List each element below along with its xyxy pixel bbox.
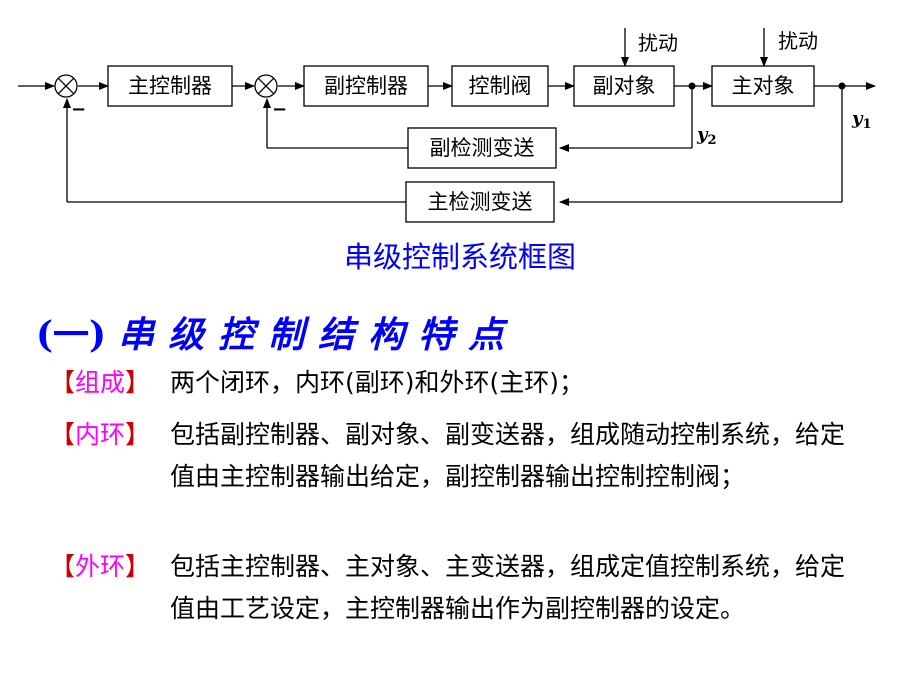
valve-label: 控制阀 <box>469 74 532 98</box>
main-transmitter-block <box>405 181 555 223</box>
minus-sign-2: − <box>272 99 287 120</box>
summing-junction-1 <box>54 74 78 98</box>
item-tag-composition: 【组成】 <box>50 362 150 404</box>
tag-label: 组成 <box>75 368 126 397</box>
item-text: 包括主控制器、主对象、主变送器，组成定值控制系统，给定值由工艺设定，主控制器输出… <box>170 552 846 623</box>
sub-transmitter-label: 副检测变送 <box>430 136 535 160</box>
section-number: (一) <box>36 314 107 356</box>
tag-label: 内环 <box>75 420 126 449</box>
tag-bracket-open: 【 <box>50 552 76 581</box>
y1-branch-point <box>838 82 846 90</box>
section-title: 串级控制结构特点 <box>118 314 519 356</box>
sub-transmitter-block <box>407 127 557 169</box>
main-controller-block <box>107 65 233 107</box>
tag-bracket-close: 】 <box>125 552 151 581</box>
disturbance-label-1: 扰动 <box>638 31 678 55</box>
sub-controller-label: 副控制器 <box>324 74 408 98</box>
cascade-control-block-diagram: 主控制器 副控制器 控制阀 副对象 主对象 副检测变送 主检测变送 扰动 扰动 … <box>18 28 876 223</box>
sub-controller-block <box>303 65 429 107</box>
y2-branch-point <box>688 82 696 90</box>
diagram-caption: 串级控制系统框图 <box>343 240 576 274</box>
tag-bracket-open: 【 <box>50 420 76 449</box>
item-tag-outer-loop: 【外环】 <box>50 546 150 588</box>
summing-junction-2 <box>254 74 278 98</box>
valve-block <box>451 65 549 107</box>
tag-label: 外环 <box>75 552 126 581</box>
y1-label: y1 <box>851 108 872 132</box>
tag-bracket-close: 】 <box>125 368 151 397</box>
disturbance-label-2: 扰动 <box>778 29 818 53</box>
sub-object-label: 副对象 <box>593 74 656 98</box>
main-controller-label: 主控制器 <box>128 74 212 98</box>
minus-sign-1: − <box>71 99 86 120</box>
main-transmitter-label: 主检测变送 <box>428 190 533 214</box>
sub-object-block <box>573 65 675 107</box>
y2-letter: y <box>696 124 709 145</box>
main-object-label: 主对象 <box>732 74 795 98</box>
main-object-block <box>711 65 815 107</box>
item-tag-inner-loop: 【内环】 <box>50 414 150 456</box>
y1-letter: y <box>851 108 864 129</box>
section-heading: (一) 串级控制结构特点 <box>36 306 518 358</box>
y1-subscript: 1 <box>862 117 871 132</box>
tag-bracket-close: 】 <box>125 420 151 449</box>
item-text: 两个闭环，内环(副环)和外环(主环)； <box>170 368 585 397</box>
y2-subscript: 2 <box>707 133 716 148</box>
item-text: 包括副控制器、副对象、副变送器，组成随动控制系统，给定值由主控制器输出给定，副控… <box>170 420 846 491</box>
tag-bracket-open: 【 <box>50 368 76 397</box>
y2-label: y2 <box>696 124 717 148</box>
